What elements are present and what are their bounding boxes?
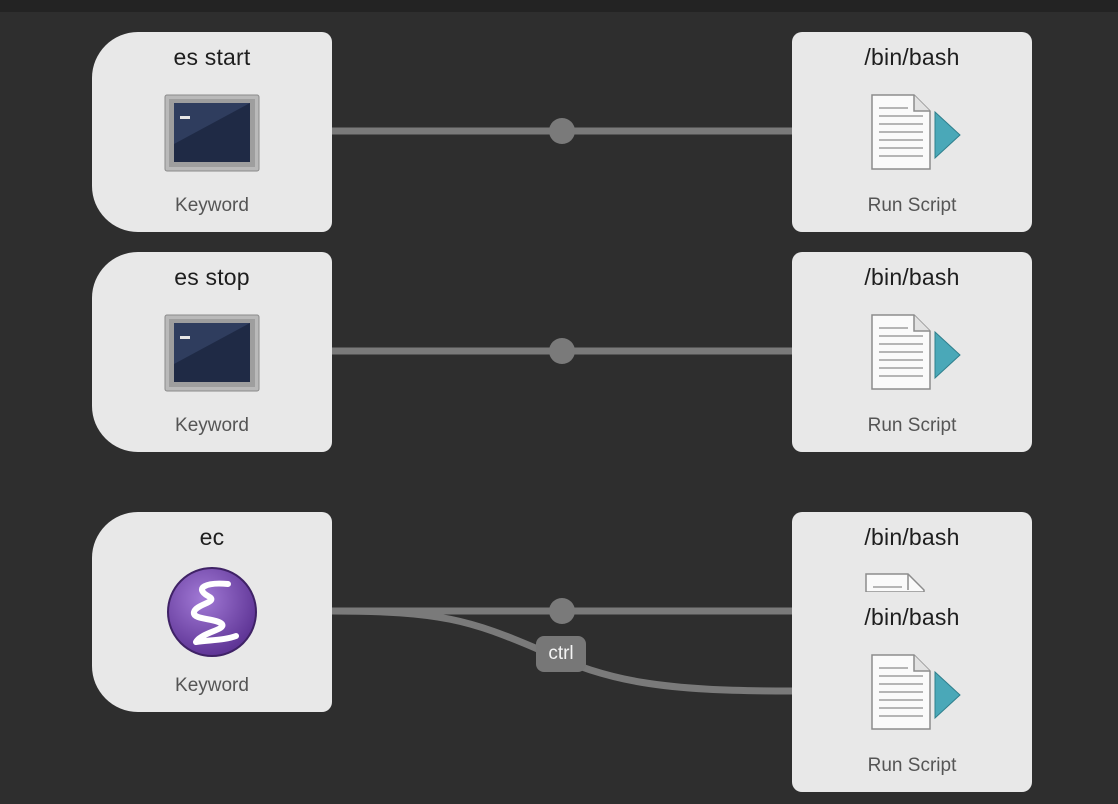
node-title: ec [199, 524, 225, 550]
node-title: es stop [174, 264, 250, 290]
connection-config-dot[interactable] [549, 598, 575, 624]
node-title: es start [173, 44, 251, 70]
connection-config-dot[interactable] [549, 118, 575, 144]
node-title: /bin/bash [864, 524, 960, 550]
node-type-label: Run Script [867, 415, 957, 436]
run-script-node-ec-ctrl[interactable]: /bin/bash Run Script [792, 592, 1032, 792]
node-type-label: Run Script [867, 195, 957, 216]
keyword-node-ec[interactable]: ec Keyword [92, 512, 332, 712]
script-document-icon [871, 314, 961, 390]
terminal-icon [164, 94, 260, 172]
node-title: /bin/bash [864, 264, 960, 290]
emacs-icon [167, 567, 257, 657]
node-type-label: Keyword [175, 195, 249, 216]
script-document-icon [865, 573, 925, 592]
node-type-label: Keyword [175, 675, 249, 696]
keyword-node-es-stop[interactable]: es stop Keyword [92, 252, 332, 452]
connection-config-dot[interactable] [549, 338, 575, 364]
run-script-node-es-start[interactable]: /bin/bash Run Script [792, 32, 1032, 232]
terminal-icon [164, 314, 260, 392]
script-document-icon [871, 94, 961, 170]
node-type-label: Run Script [867, 755, 957, 776]
node-title: /bin/bash [864, 604, 960, 630]
window-top-bar [0, 0, 1118, 12]
node-title: /bin/bash [864, 44, 960, 70]
node-type-label: Keyword [175, 415, 249, 436]
modifier-key-badge[interactable]: ctrl [536, 636, 586, 672]
keyword-node-es-start[interactable]: es start Keyword [92, 32, 332, 232]
script-document-icon [871, 654, 961, 730]
run-script-node-es-stop[interactable]: /bin/bash Run Script [792, 252, 1032, 452]
